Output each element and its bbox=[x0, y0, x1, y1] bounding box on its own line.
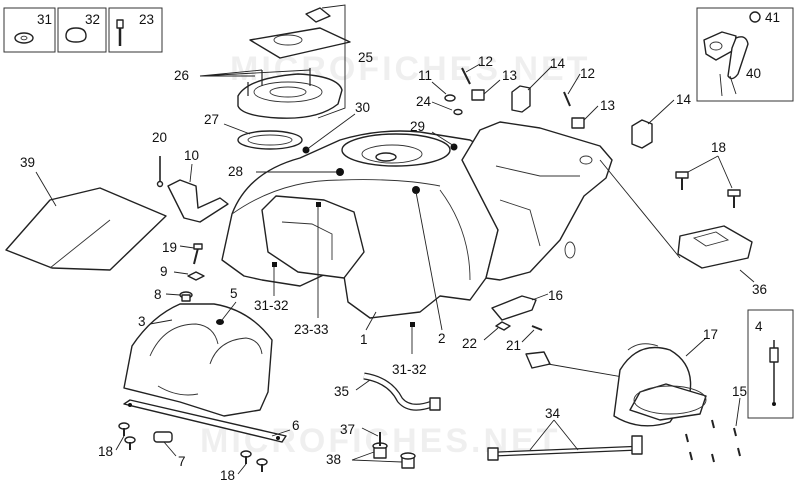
hardware-left: 19 9 8 bbox=[154, 240, 205, 302]
label-nut-22: 22 bbox=[462, 336, 477, 351]
ecu-assembly: 18 36 bbox=[599, 140, 767, 297]
inset-washer: 31 bbox=[3, 7, 56, 53]
plate-6: 6 bbox=[123, 399, 300, 443]
label-clip-14b: 14 bbox=[676, 92, 692, 107]
top-hardware: 11 12 13 14 12 13 14 24 bbox=[416, 54, 692, 149]
label-cap: 32 bbox=[85, 12, 100, 27]
label-cap-bolts: 26 bbox=[174, 68, 189, 83]
tank-rear-section bbox=[461, 121, 613, 281]
label-screw-19: 19 bbox=[162, 240, 177, 255]
label-bolts-18-top: 18 bbox=[711, 140, 726, 155]
label-screw-12b: 12 bbox=[580, 66, 595, 81]
label-rubber-7: 7 bbox=[178, 454, 186, 469]
label-tank-shell: 3 bbox=[138, 314, 146, 329]
label-nut-9: 9 bbox=[160, 264, 168, 279]
label-fuel-pump: 17 bbox=[703, 327, 718, 342]
label-pipe-34: 34 bbox=[545, 406, 561, 421]
tank-front-cover: 3 5 bbox=[123, 286, 273, 417]
label-screw-11: 11 bbox=[418, 68, 432, 83]
label-fuel-tank: 1 bbox=[360, 332, 368, 347]
label-cover-39: 39 bbox=[20, 155, 35, 170]
label-washer: 31 bbox=[37, 12, 52, 27]
inset-cap: 32 bbox=[57, 7, 107, 53]
inset-lock: 41 40 bbox=[696, 7, 794, 102]
bracket-10: 10 20 bbox=[152, 130, 229, 223]
label-grommet-8: 8 bbox=[154, 287, 162, 302]
label-gasket: 27 bbox=[204, 112, 219, 127]
label-plate-6: 6 bbox=[292, 418, 300, 433]
label-hose-35: 35 bbox=[334, 384, 349, 399]
label-ecu-36: 36 bbox=[752, 282, 767, 297]
pipe-34: 34 bbox=[487, 406, 643, 461]
screws-37-38: 37 38 bbox=[326, 422, 416, 469]
label-ref-23-33: 23-33 bbox=[294, 322, 329, 337]
fuel-cap-assembly: 25 26 bbox=[174, 4, 373, 119]
left-lower-hardware: 18 7 18 bbox=[98, 422, 268, 483]
fuel-pump: 17 15 bbox=[525, 327, 747, 463]
label-screws-38: 38 bbox=[326, 452, 341, 467]
label-ref-31-32-b: 31-32 bbox=[392, 362, 427, 377]
label-washer-24: 24 bbox=[416, 94, 432, 109]
label-ref-31-32-a: 31-32 bbox=[254, 298, 289, 313]
label-tank-side: 2 bbox=[438, 331, 446, 346]
label-lock-assembly: 40 bbox=[746, 66, 761, 81]
label-tank-cover: 5 bbox=[230, 286, 238, 301]
label-tank-top: 28 bbox=[228, 164, 243, 179]
label-tank-front: 30 bbox=[355, 100, 370, 115]
inset-sensor: 4 bbox=[747, 309, 794, 419]
label-screws-18-left: 18 bbox=[98, 444, 113, 459]
label-screws-18-bottom: 18 bbox=[220, 468, 235, 483]
label-bushing-13b: 13 bbox=[600, 98, 615, 113]
label-sensor: 4 bbox=[755, 319, 763, 334]
label-fuel-cap-plate: 25 bbox=[358, 50, 373, 65]
label-tank-rear: 29 bbox=[410, 119, 425, 134]
lower-hardware: 16 22 21 bbox=[462, 288, 563, 353]
gasket: 27 bbox=[204, 112, 303, 150]
label-screw-21: 21 bbox=[506, 338, 521, 353]
label-screw-12a: 12 bbox=[478, 54, 493, 69]
cover-mat: 39 bbox=[5, 155, 167, 271]
fuel-tank: 28 30 29 2 1 31-32 23-33 31-32 bbox=[221, 100, 499, 377]
label-bolt: 23 bbox=[139, 12, 154, 27]
hose-35: 35 bbox=[334, 372, 441, 411]
label-screws-15: 15 bbox=[732, 384, 747, 399]
label-bracket-16: 16 bbox=[548, 288, 563, 303]
inset-bolt: 23 bbox=[108, 7, 163, 53]
label-bushing-13a: 13 bbox=[502, 68, 517, 83]
label-bracket: 10 bbox=[184, 148, 199, 163]
label-screw-20: 20 bbox=[152, 130, 167, 145]
label-clip-14a: 14 bbox=[550, 56, 566, 71]
label-key-lock: 41 bbox=[765, 10, 780, 25]
label-screw-37: 37 bbox=[340, 422, 355, 437]
